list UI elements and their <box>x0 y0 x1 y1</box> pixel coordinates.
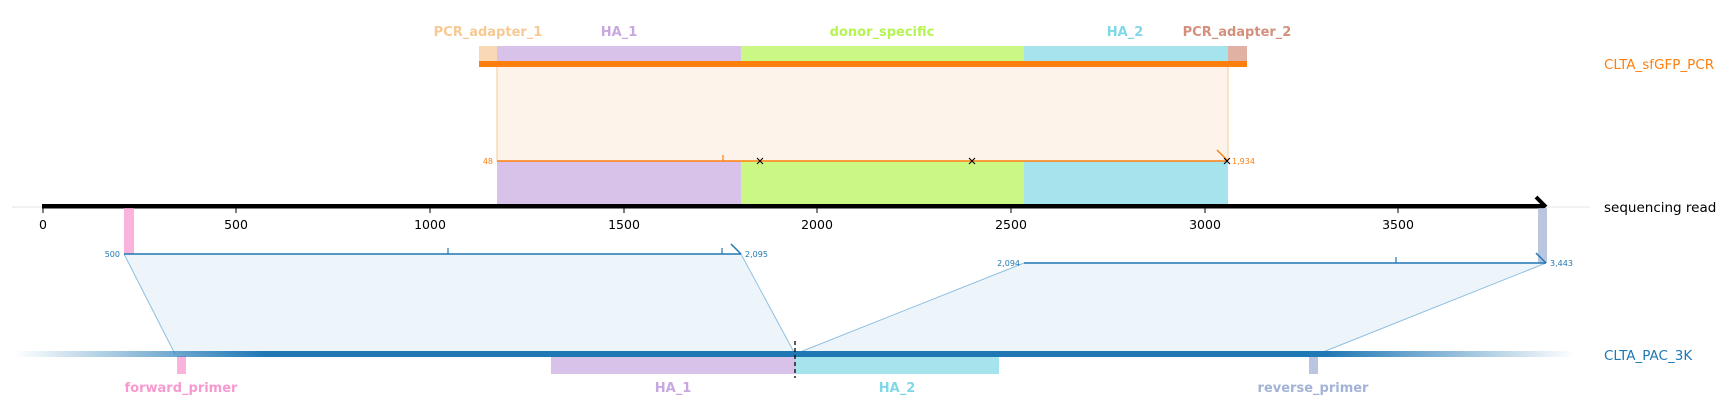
pcr-feature-label: HA_2 <box>1107 25 1144 40</box>
read-feature-ha-1-block <box>497 161 741 206</box>
pcr-feature-label: donor_specific <box>830 25 935 40</box>
pcr-feature-label: HA_1 <box>601 25 638 40</box>
left-alignment: 500 2,095 <box>105 243 796 355</box>
pcr-feature-label: PCR_adapter_1 <box>434 25 543 40</box>
plasmid-ha-2-block <box>795 356 999 374</box>
pcr-alignment-end-label: 1,934 <box>1232 157 1255 166</box>
axis-tick-label: 1500 <box>608 217 640 232</box>
pcr-feature-donor-specific-block <box>741 46 1024 62</box>
pcr-alignment-span <box>497 67 1228 161</box>
pcr-feature-pcr-adapter-1-block <box>479 46 497 62</box>
plasmid-forward-primer-block <box>177 356 186 374</box>
plasmid-track: forward_primer HA_1 HA_2 reverse_primer … <box>15 341 1693 396</box>
pcr-track: PCR_adapter_1 HA_1 donor_specific HA_2 P… <box>434 25 1714 73</box>
axis-tick-label: 0 <box>39 217 47 232</box>
right-alignment-end-label: 3,443 <box>1550 259 1573 268</box>
pcr-feature-label: PCR_adapter_2 <box>1183 25 1292 40</box>
plasmid-track-label: CLTA_PAC_3K <box>1604 348 1693 364</box>
plasmid-feature-label: HA_1 <box>655 381 692 396</box>
read-track-label: sequencing read <box>1604 200 1716 216</box>
axis-tick-label: 3000 <box>1189 217 1221 232</box>
right-alignment-start-label: 2,094 <box>997 259 1020 268</box>
left-alignment-start-label: 500 <box>105 250 120 259</box>
pcr-alignment: 48 1,934 <box>483 67 1255 206</box>
axis-tick-label: 2000 <box>801 217 833 232</box>
pcr-feature-ha-2-block <box>1024 46 1228 62</box>
plasmid-feature-label: HA_2 <box>879 381 916 396</box>
read-reverse-primer-mark <box>1538 208 1547 263</box>
read-axis <box>42 204 1544 209</box>
read-track: 0 500 1000 1500 2000 2500 3000 3500 sequ… <box>12 195 1716 263</box>
pcr-backbone <box>479 61 1247 67</box>
axis-tick-label: 3500 <box>1382 217 1414 232</box>
right-alignment: 2,094 3,443 <box>794 252 1573 355</box>
left-alignment-end-label: 2,095 <box>745 250 768 259</box>
axis-tick-label: 1000 <box>414 217 446 232</box>
mismatch-marker <box>968 157 976 165</box>
axis-tick-label: 2500 <box>995 217 1027 232</box>
plasmid-ha-1-block <box>551 356 795 374</box>
pcr-feature-ha-1-block <box>497 46 741 62</box>
mismatch-marker <box>756 157 764 165</box>
axis-tick-label: 500 <box>224 217 248 232</box>
plasmid-feature-label: forward_primer <box>125 381 239 396</box>
pcr-alignment-start-label: 48 <box>483 157 493 166</box>
mismatch-marker <box>1223 157 1231 165</box>
read-feature-ha-2-block <box>1024 161 1228 206</box>
pcr-feature-pcr-adapter-2-block <box>1228 46 1247 62</box>
read-forward-primer-mark <box>124 208 134 254</box>
plasmid-backbone <box>15 351 1575 357</box>
plasmid-reverse-primer-block <box>1309 356 1318 374</box>
plasmid-feature-label: reverse_primer <box>1258 381 1370 396</box>
read-feature-donor-specific-block <box>741 161 1024 206</box>
pcr-track-label: CLTA_sfGFP_PCR <box>1604 57 1714 73</box>
